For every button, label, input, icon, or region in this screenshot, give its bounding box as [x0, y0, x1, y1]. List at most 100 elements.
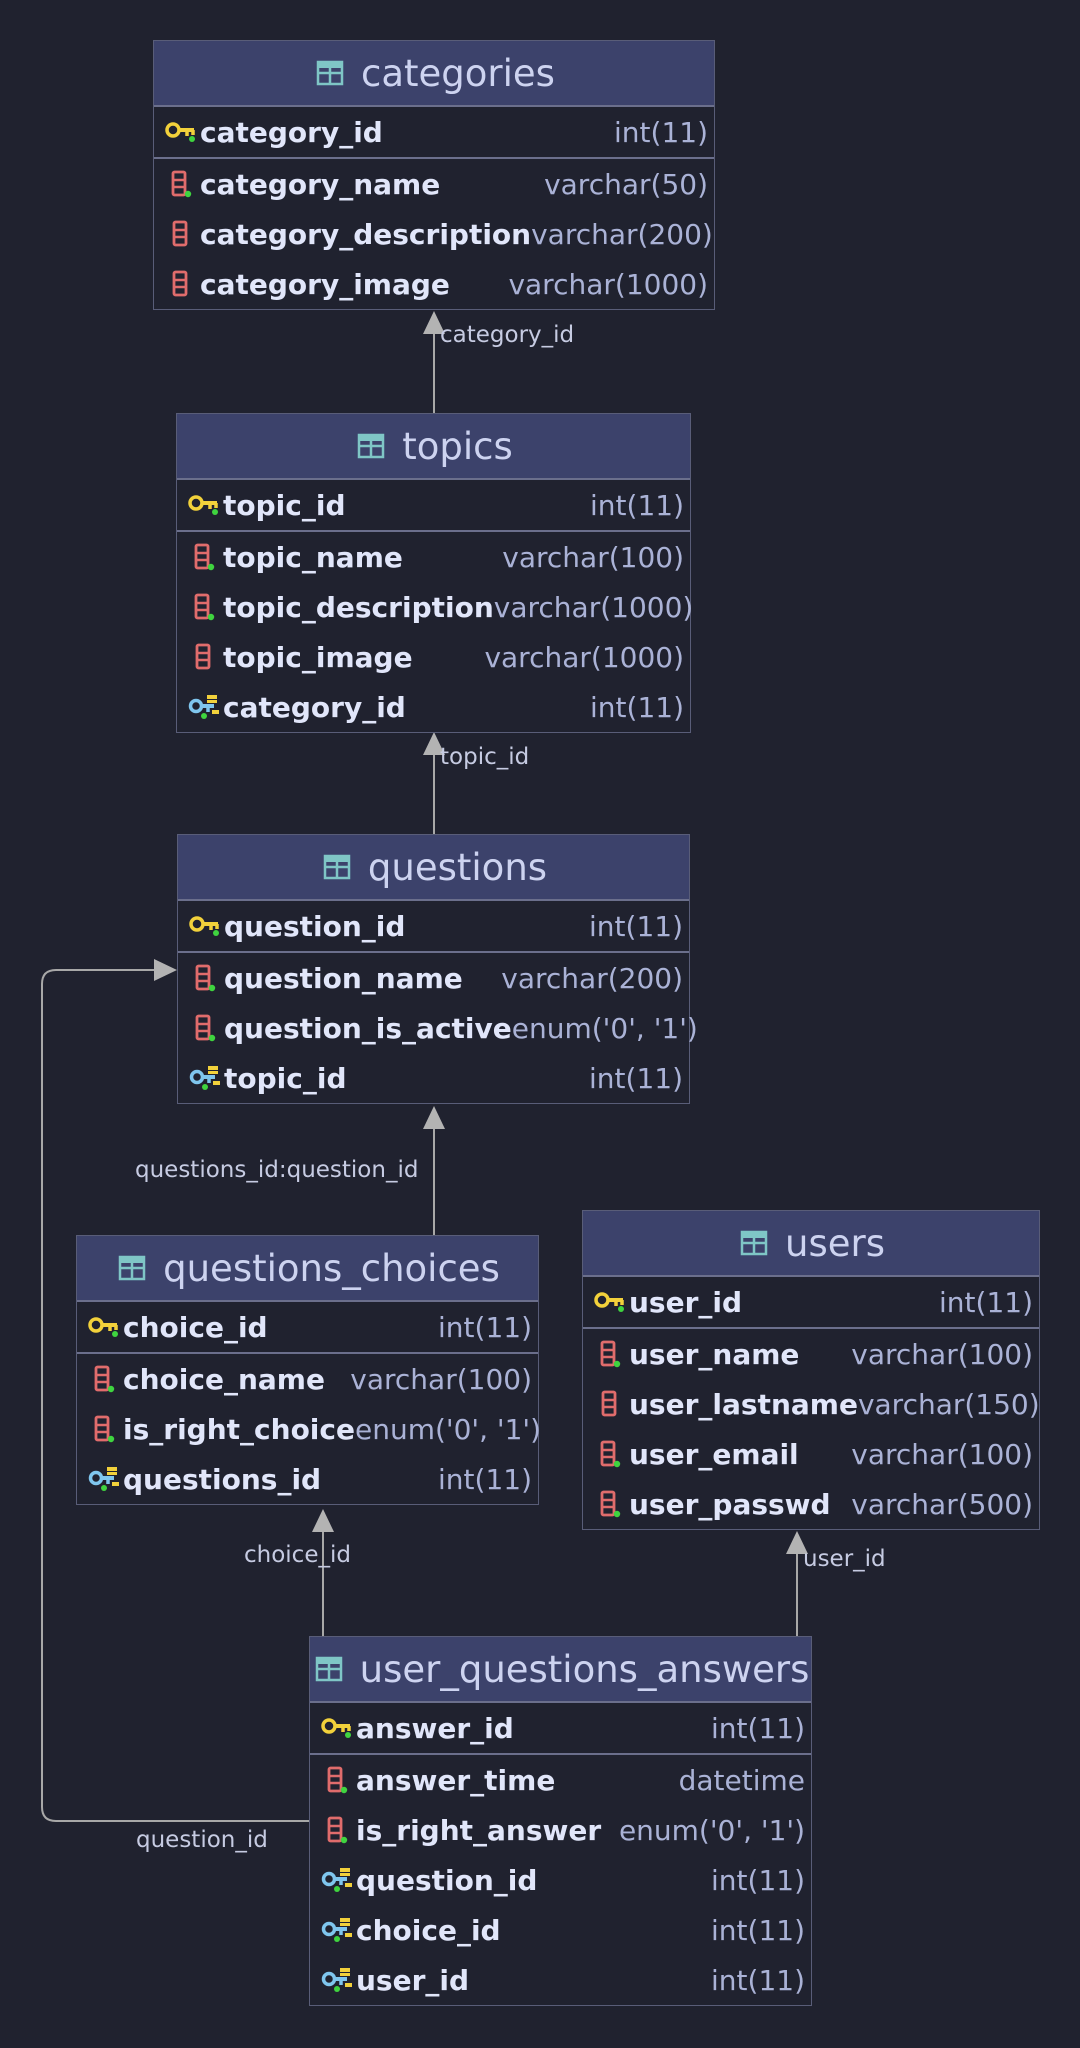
column-required-icon — [320, 1813, 354, 1847]
column-type: varchar(1000) — [484, 640, 684, 674]
foreign-key-icon — [320, 1863, 354, 1897]
column-required-icon — [187, 590, 221, 624]
column-required-icon — [320, 1763, 354, 1797]
column-name: question_id — [356, 1863, 538, 1897]
column-name: answer_time — [356, 1763, 556, 1797]
table-name: questions_choices — [163, 1246, 500, 1290]
table-header[interactable]: questions — [178, 835, 689, 901]
column-type: int(11) — [438, 1462, 532, 1496]
column-type: int(11) — [711, 1963, 805, 1997]
column-icon — [164, 267, 198, 301]
relation-label: questions_id:question_id — [135, 1157, 419, 1183]
column-row[interactable]: question_name varchar(200) — [178, 953, 689, 1003]
column-name: category_name — [200, 167, 441, 201]
column-type: datetime — [678, 1763, 805, 1797]
arrowhead-icon — [786, 1531, 808, 1554]
column-name: question_is_active — [224, 1011, 512, 1045]
arrowhead-icon — [423, 732, 445, 755]
foreign-key-icon — [320, 1963, 354, 1997]
column-required-icon — [188, 961, 222, 995]
table-header[interactable]: user_questions_answers — [310, 1637, 811, 1703]
column-name: topic_image — [223, 640, 413, 674]
column-type: int(11) — [939, 1285, 1033, 1319]
table-icon — [354, 429, 388, 463]
column-name: user_passwd — [629, 1487, 831, 1521]
table-icon — [115, 1251, 149, 1285]
table-name: questions — [367, 845, 548, 889]
column-type: enum('0', '1') — [618, 1813, 805, 1847]
column-icon — [187, 640, 221, 674]
column-required-icon — [87, 1412, 121, 1446]
column-type: int(11) — [589, 1061, 683, 1095]
column-type: int(11) — [711, 1863, 805, 1897]
column-name: answer_id — [356, 1711, 514, 1745]
column-required-icon — [187, 540, 221, 574]
column-type: varchar(50) — [544, 167, 708, 201]
table-header[interactable]: topics — [177, 414, 690, 480]
column-name: question_name — [224, 961, 463, 995]
column-required-icon — [188, 1011, 222, 1045]
column-icon — [593, 1387, 627, 1421]
column-type: varchar(200) — [501, 961, 683, 995]
table-header[interactable]: categories — [154, 41, 714, 107]
column-name: topic_description — [223, 590, 494, 624]
column-type: int(11) — [590, 488, 684, 522]
relation-line-answers-questions — [41, 969, 310, 1822]
column-row[interactable]: category_name varchar(50) — [154, 159, 714, 209]
table-icon — [737, 1226, 771, 1260]
column-name: user_id — [629, 1285, 743, 1319]
table-name: categories — [361, 51, 555, 95]
column-name: category_id — [200, 115, 383, 149]
column-required-icon — [593, 1487, 627, 1521]
column-required-icon — [593, 1437, 627, 1471]
column-name: choice_name — [123, 1362, 325, 1396]
column-name: question_id — [224, 909, 406, 943]
primary-key-icon — [188, 909, 222, 943]
column-row[interactable]: question_id int(11) — [310, 1855, 811, 1905]
primary-key-icon — [320, 1711, 354, 1745]
column-name: user_email — [629, 1437, 799, 1471]
column-type: int(11) — [614, 115, 708, 149]
column-type: varchar(500) — [851, 1487, 1033, 1521]
column-row[interactable]: user_id int(11) — [310, 1955, 811, 2005]
table-categories[interactable]: categories category_id int(11) category_nam… — [153, 40, 715, 310]
column-row[interactable]: category_id int(11) — [154, 107, 714, 159]
table-header[interactable]: users — [583, 1211, 1039, 1277]
column-type: varchar(200) — [531, 217, 713, 251]
column-row[interactable]: user_id int(11) — [583, 1277, 1039, 1329]
foreign-key-icon — [187, 690, 221, 724]
column-name: category_description — [200, 217, 532, 251]
column-row[interactable]: topic_image varchar(1000) — [177, 632, 690, 682]
foreign-key-icon — [320, 1913, 354, 1947]
column-row[interactable]: answer_time datetime — [310, 1755, 811, 1805]
column-row[interactable]: user_passwd varchar(500) — [583, 1479, 1039, 1529]
table-header[interactable]: questions_choices — [77, 1236, 538, 1302]
column-name: user_id — [356, 1963, 470, 1997]
relation-label: user_id — [803, 1546, 886, 1572]
